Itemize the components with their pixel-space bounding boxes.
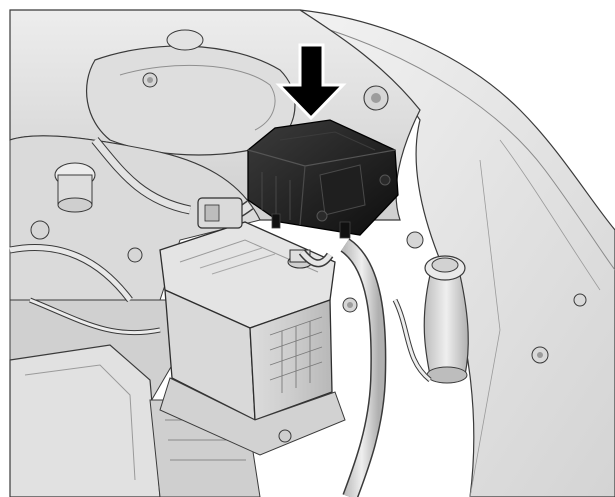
battery-cables [197, 197, 387, 497]
battery [159, 221, 346, 456]
down-arrow-icon [275, 43, 347, 121]
fender-panel [299, 9, 615, 497]
fuse-block [247, 119, 399, 239]
air-box [9, 344, 261, 497]
washer-reservoir [342, 231, 469, 384]
